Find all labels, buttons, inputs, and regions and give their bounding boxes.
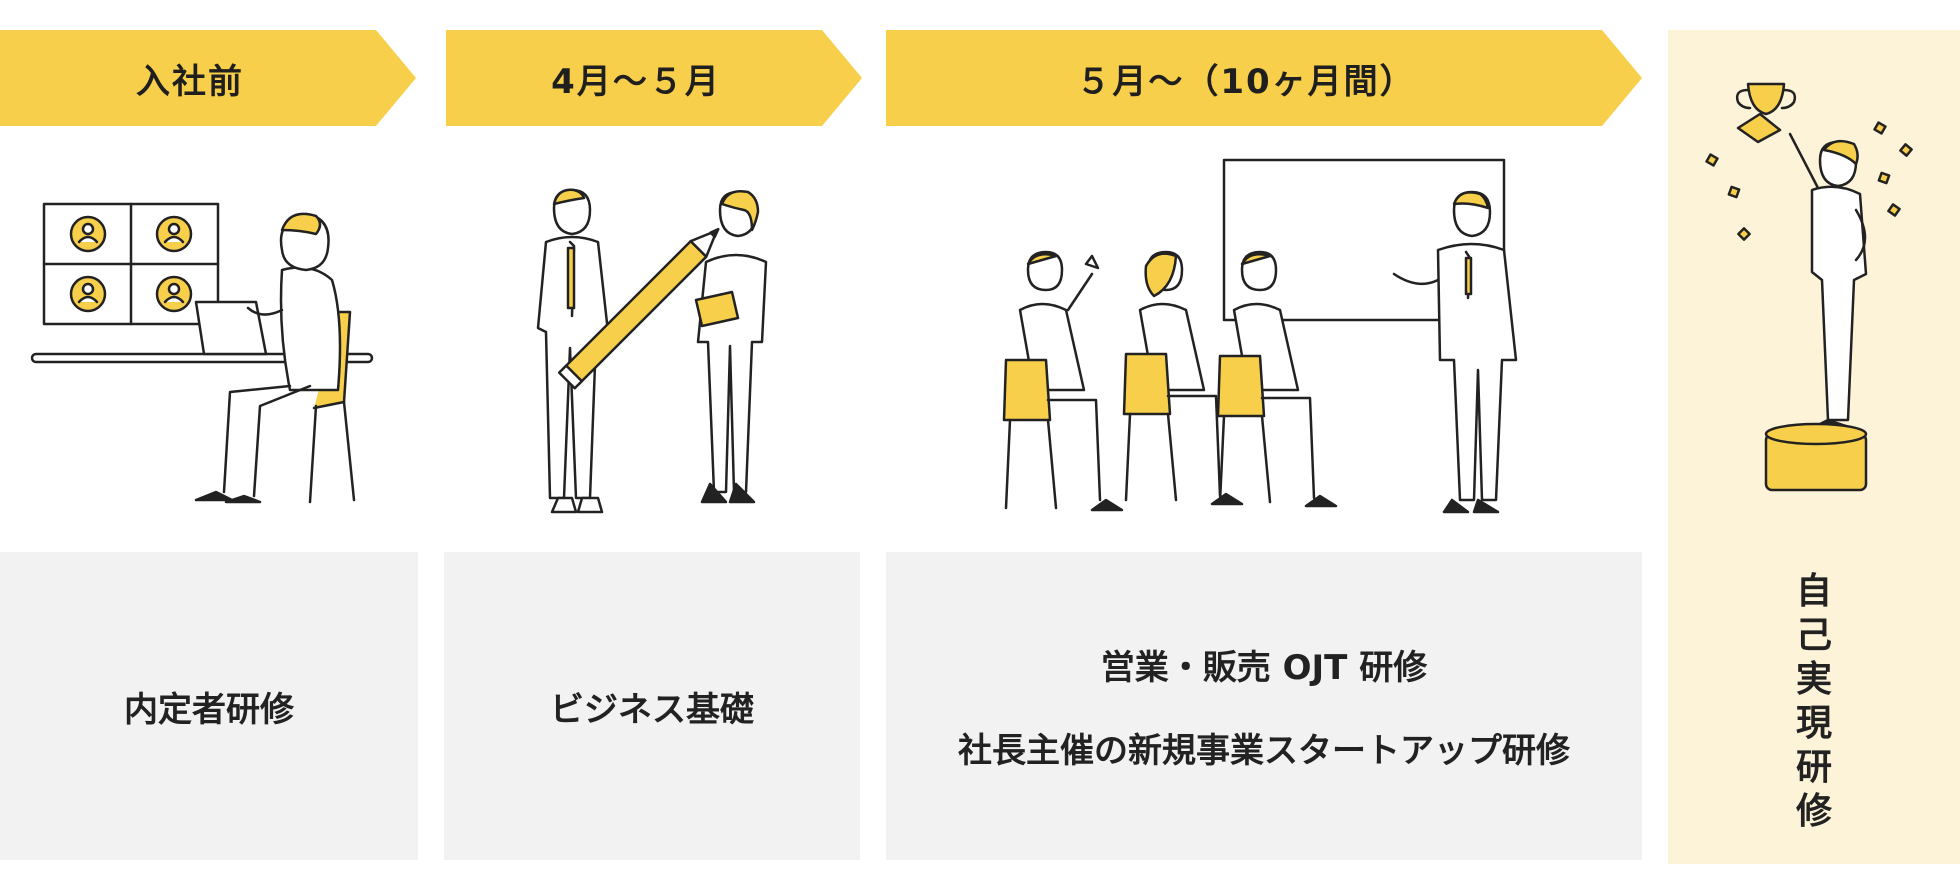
stage-1-item: 内定者研修 [124, 689, 294, 730]
confetti-icon [1707, 123, 1912, 240]
stage-3-item-startup: 社長主催の新規事業スタートアップ研修 [958, 731, 1570, 771]
chair-icon [1218, 356, 1264, 416]
final-label-char: 現 [1795, 703, 1832, 744]
final-label-char: 実 [1795, 659, 1832, 700]
seated-audience [1004, 252, 1336, 510]
notebook-icon [696, 292, 738, 326]
stage-2-box: ビジネス基礎 [444, 552, 860, 860]
final-label-char: 修 [1795, 791, 1832, 832]
final-stage-label: 自 己 実 現 研 修 [1668, 570, 1960, 834]
laptop-icon [196, 302, 266, 354]
video-call-screen-icon [44, 204, 218, 324]
pencil-icon [559, 221, 726, 388]
stage-2-header: 4月〜５月 [446, 30, 862, 126]
stage-1-header: 入社前 [0, 30, 416, 126]
business-basics-illustration [510, 186, 800, 516]
stage-2-item: ビジネス基礎 [550, 689, 754, 730]
stage-1-box: 内定者研修 [0, 552, 418, 860]
stage-3-header: ５月〜（10ヶ月間） [886, 30, 1642, 126]
stage-3-box: 営業・販売 OJT 研修 社長主催の新規事業スタートアップ研修 [886, 552, 1642, 860]
self-realization-illustration [1700, 70, 1930, 520]
trophy-icon [1737, 84, 1795, 142]
chair-icon [1004, 360, 1050, 420]
final-label-char: 自 [1795, 571, 1832, 612]
online-training-illustration [20, 190, 380, 520]
pedestal-icon [1766, 424, 1866, 490]
classroom-illustration [998, 160, 1558, 520]
chair-icon [1124, 354, 1170, 414]
stage-3-item-ojt: 営業・販売 OJT 研修 [1100, 648, 1428, 688]
final-label-char: 己 [1795, 615, 1832, 656]
final-label-char: 研 [1795, 747, 1832, 788]
